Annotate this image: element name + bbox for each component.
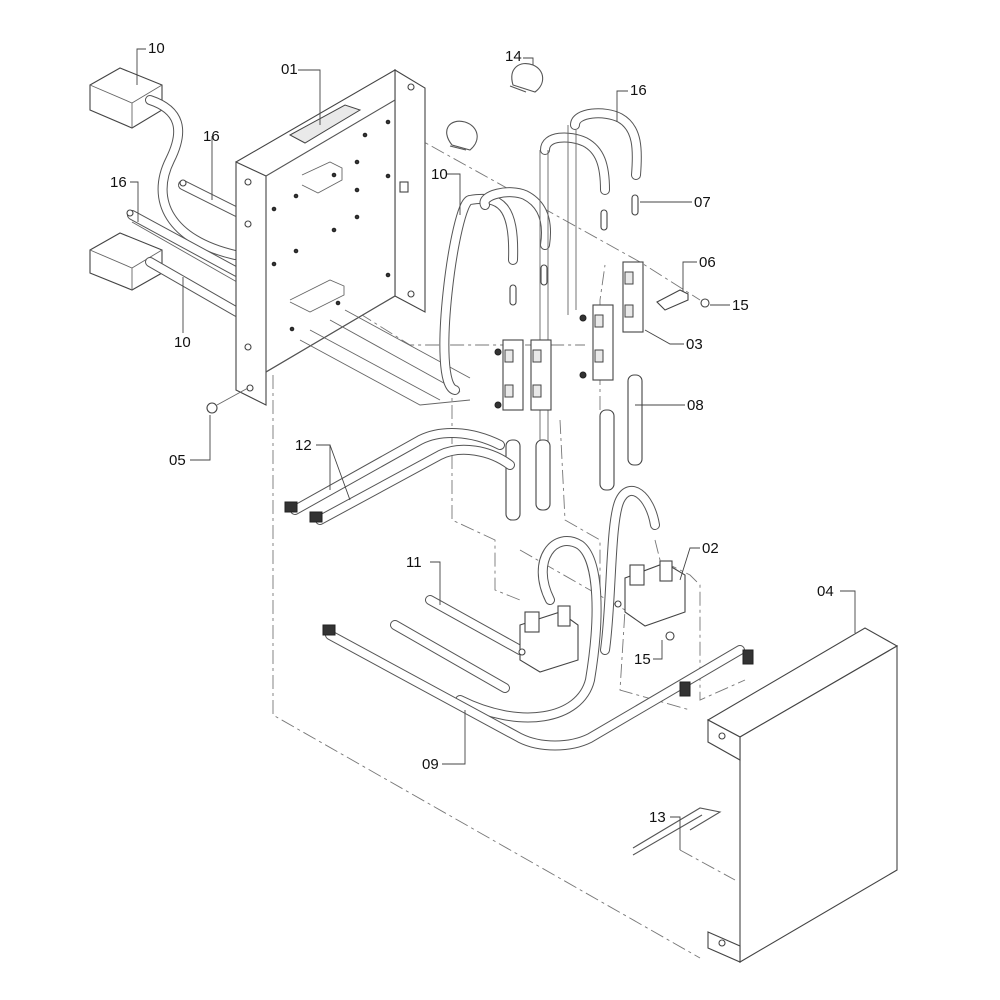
callout-16-rod-lower: 16 — [110, 174, 127, 191]
callout-03-valve: 03 — [686, 336, 703, 353]
callout-08-tube: 08 — [687, 397, 704, 414]
callout-16-utube: 16 — [630, 82, 647, 99]
callout-13-hex-key: 13 — [649, 809, 666, 826]
part-07-links — [509, 194, 639, 306]
part-09-harness — [322, 624, 754, 751]
part-12-harness — [284, 428, 515, 525]
callout-06-clip: 06 — [699, 254, 716, 271]
heater-loops-lower — [455, 485, 660, 723]
part-03-valves — [494, 261, 644, 411]
part-08-tubes — [505, 374, 643, 521]
part-11-rods — [390, 595, 525, 693]
part-13-hex-key — [632, 807, 722, 856]
callout-04-cover: 04 — [817, 583, 834, 600]
callout-16-rod-upper: 16 — [203, 128, 220, 145]
callout-10-upper-coil: 10 — [148, 40, 165, 57]
callout-11-rod: 11 — [406, 554, 422, 571]
callout-05-screw: 05 — [169, 452, 186, 469]
part-10-coil-upper — [89, 67, 240, 260]
bracket-holes — [244, 83, 415, 392]
callout-09-harness: 09 — [422, 756, 439, 773]
part-04-cover — [706, 627, 899, 963]
part-05-screw — [206, 387, 249, 414]
callout-15-screw-lower: 15 — [634, 651, 651, 668]
part-14-clamps — [446, 63, 544, 151]
callout-01-bracket: 01 — [281, 61, 298, 78]
part-01-bracket — [235, 69, 426, 406]
leader-lines — [130, 48, 856, 850]
part-06-clip — [656, 289, 710, 311]
callout-10-lower-coil: 10 — [174, 334, 191, 351]
callout-12-harness: 12 — [295, 437, 312, 454]
part-16-rods-left — [126, 179, 242, 283]
callout-07-link: 07 — [694, 194, 711, 211]
callout-14-clamp: 14 — [505, 48, 522, 65]
part-02-relays — [518, 560, 686, 673]
part-10-coil-lower — [89, 232, 242, 317]
callout-10-utube: 10 — [431, 166, 448, 183]
callout-15-screw-upper: 15 — [732, 297, 749, 314]
u-tubes — [439, 108, 642, 500]
callout-02-relay: 02 — [702, 540, 719, 557]
tube-bundle-lower — [299, 309, 471, 406]
